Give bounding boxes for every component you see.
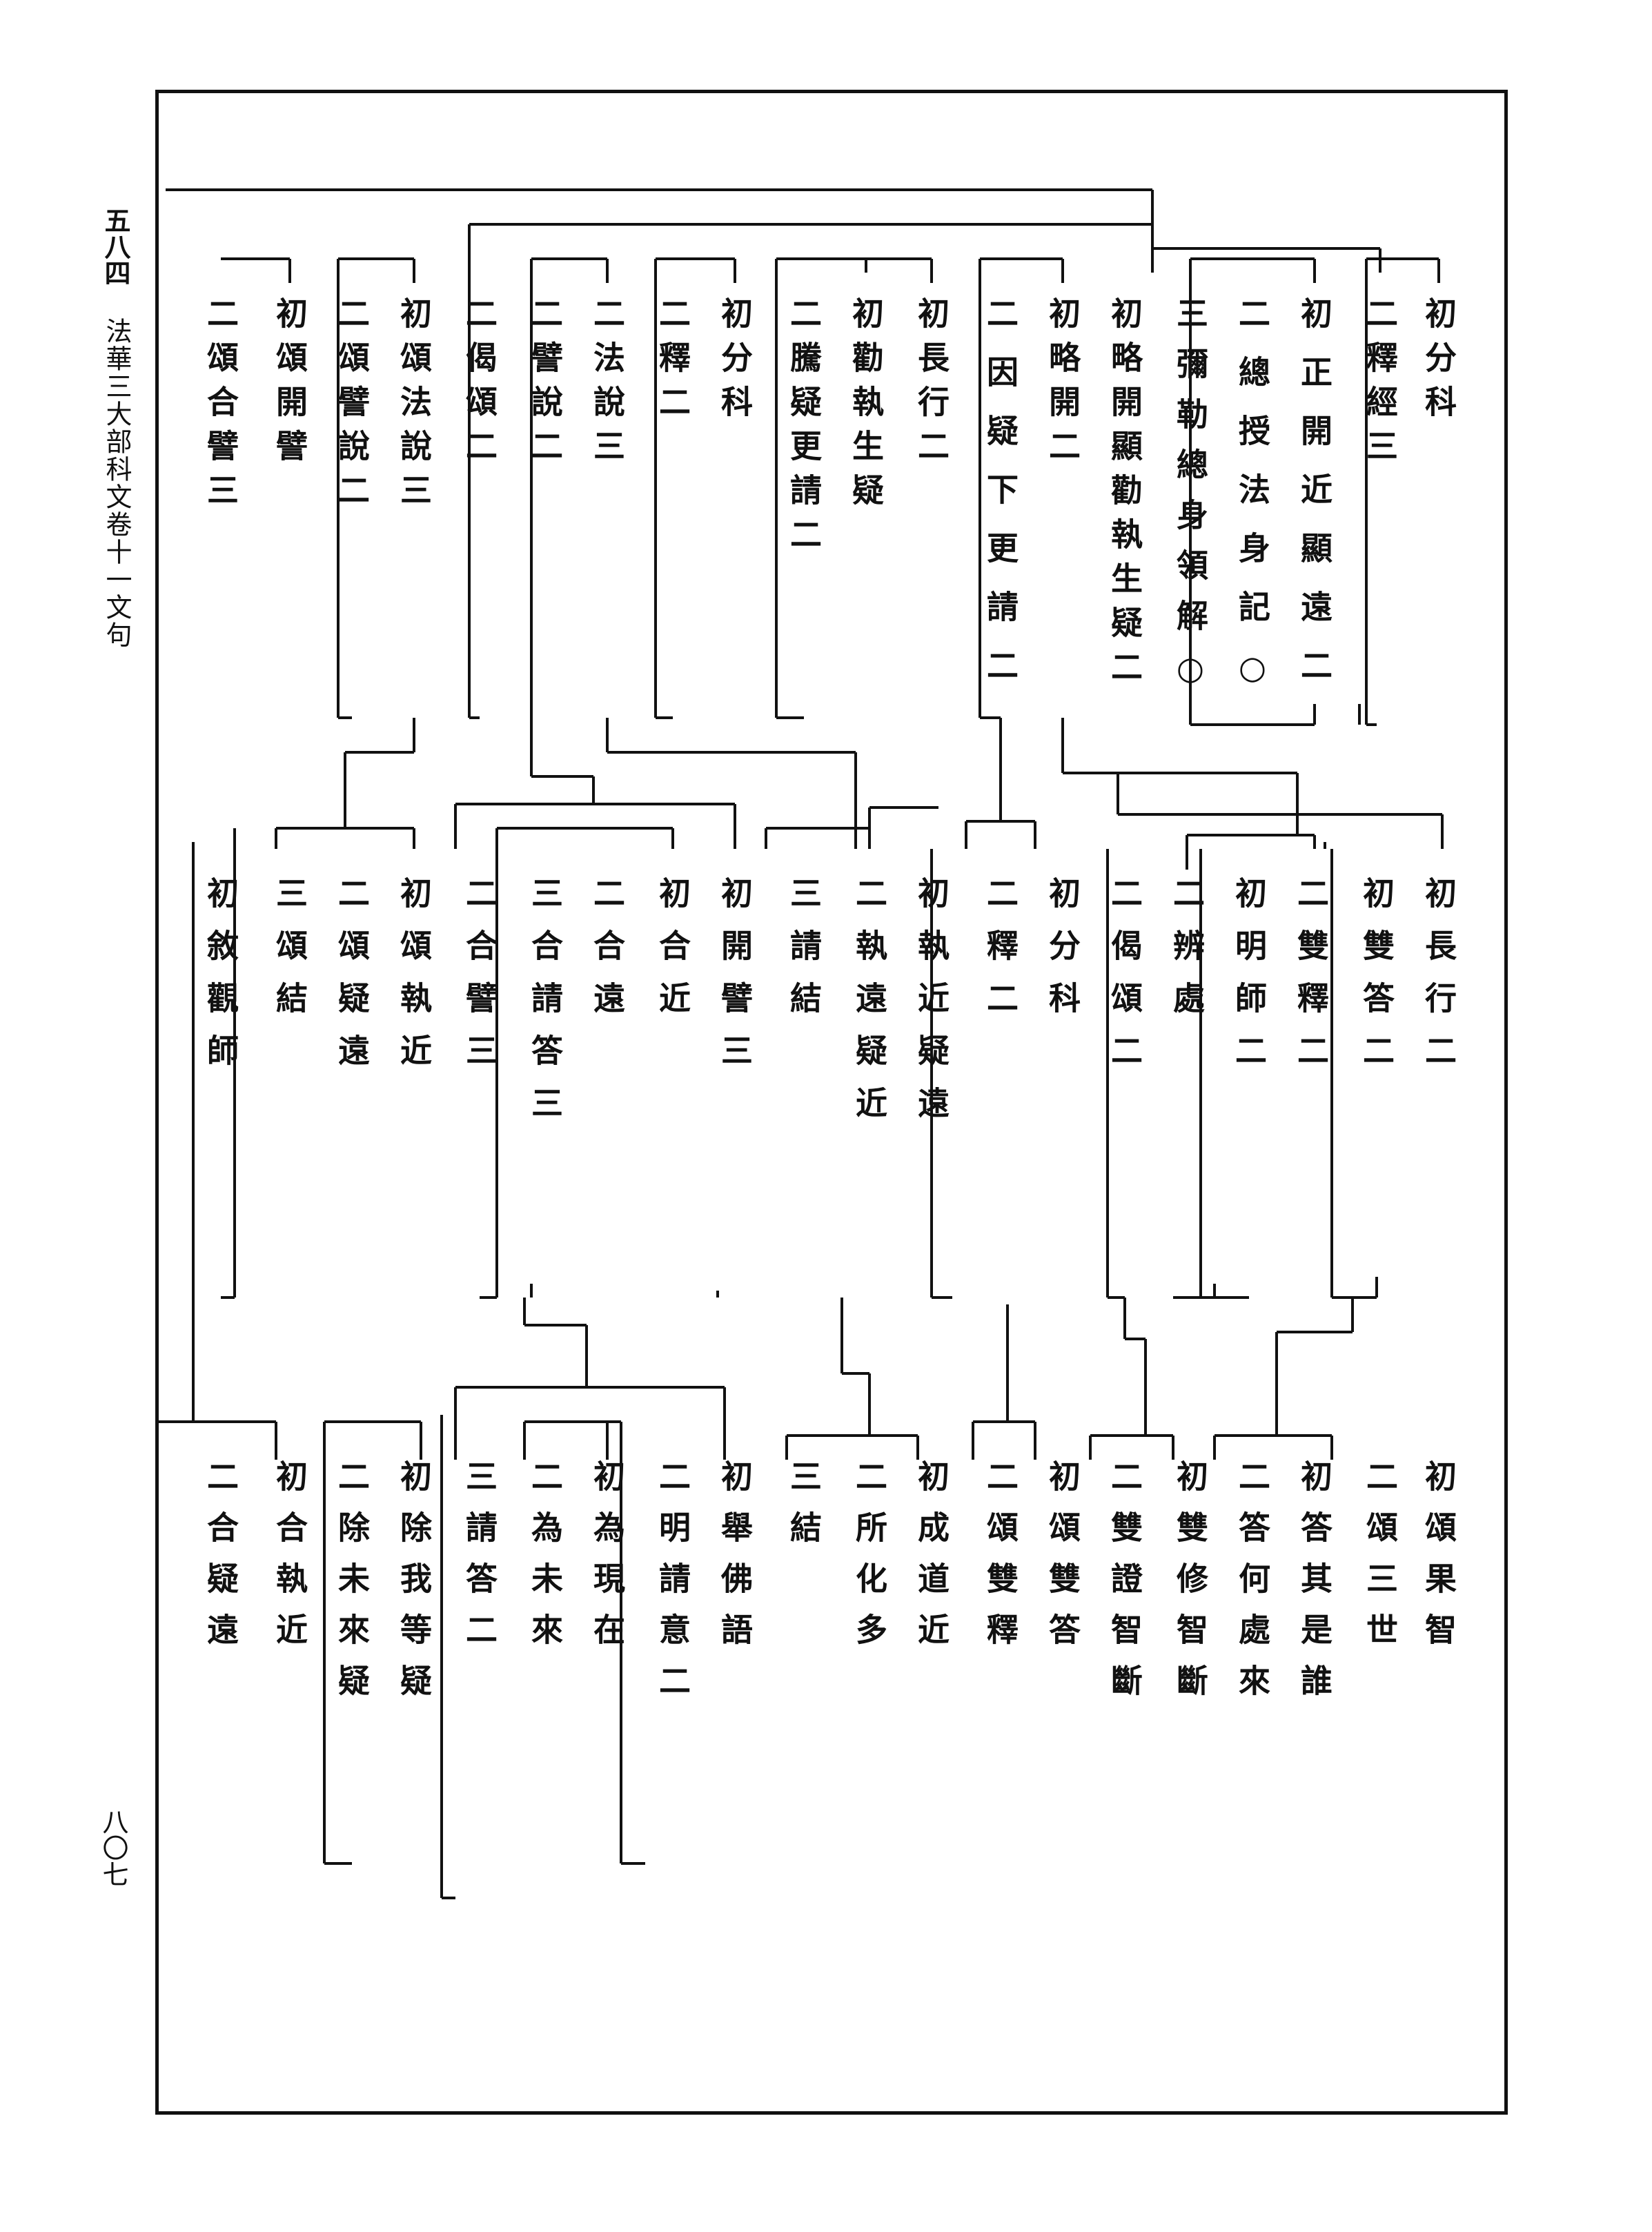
outline-entry: 初執近疑遠 — [913, 877, 950, 1139]
outline-entry: 初分科 — [1420, 297, 1457, 429]
outline-entry: 二偈頌二 — [461, 297, 498, 473]
outline-entry: 初略開二 — [1044, 297, 1081, 473]
margin-page-number: 五八四 — [100, 207, 131, 286]
outline-entry: 二頌合譬三 — [202, 297, 239, 518]
outline-entry: 二釋二 — [982, 877, 1019, 1034]
outline-entry: 初勸執生疑 — [847, 297, 885, 518]
outline-entry: 二執遠疑近 — [851, 877, 888, 1139]
outline-entry: 三結 — [785, 1460, 823, 1562]
outline-entry: 初答其是誰 — [1296, 1460, 1333, 1715]
outline-entry: 二雙證智斷 — [1106, 1460, 1143, 1715]
outline-entry: 初為現在 — [589, 1460, 626, 1664]
outline-entry: 初敘觀師 — [202, 877, 239, 1086]
outline-entry: 二合疑遠 — [202, 1460, 239, 1664]
outline-entry: 二因疑下更請二 — [982, 297, 1019, 707]
outline-entry: 初開譬三 — [716, 877, 754, 1086]
outline-entry: 初雙答二 — [1358, 877, 1395, 1086]
outline-entry: 三頌結 — [271, 877, 308, 1034]
outline-entry: 二所化多 — [851, 1460, 888, 1664]
page-frame — [155, 90, 1508, 2115]
outline-entry: 初舉佛語 — [716, 1460, 754, 1664]
outline-entry: 二騰疑更請二 — [785, 297, 823, 562]
outline-entry: 初合近 — [654, 877, 691, 1034]
outline-entry: 初長行二 — [913, 297, 950, 473]
margin-folio: 八〇七 — [98, 1808, 128, 1887]
outline-entry: 三合請答三 — [527, 877, 564, 1139]
outline-entry: 二為未來 — [527, 1460, 564, 1664]
outline-entry: 初頌法說三 — [395, 297, 433, 518]
outline-entry: 二譬說二 — [527, 297, 564, 473]
outline-entry: 二頌三世 — [1361, 1460, 1399, 1664]
outline-entry: 初頌雙答 — [1044, 1460, 1081, 1664]
outline-entry: 初明師二 — [1230, 877, 1268, 1086]
outline-entry: 初分科 — [1044, 877, 1081, 1034]
outline-entry: 初分科 — [716, 297, 754, 429]
outline-entry: 初成道近 — [913, 1460, 950, 1664]
outline-entry: 初頌開譬 — [271, 297, 308, 473]
outline-entry: 二總授法身記○ — [1234, 297, 1271, 713]
outline-entry: 三請答二 — [461, 1460, 498, 1664]
outline-entry: 二合譬三 — [461, 877, 498, 1086]
outline-entry: 初除我等疑 — [395, 1460, 433, 1715]
outline-entry: 二辨處 — [1168, 877, 1206, 1034]
margin-book-title: 法華三大部科文卷十一文句 — [101, 317, 132, 649]
outline-entry: 二除未來疑 — [333, 1460, 371, 1715]
outline-entry: 三請結 — [785, 877, 823, 1034]
outline-entry: 二法說三 — [589, 297, 626, 473]
outline-entry: 二偈頌二 — [1106, 877, 1143, 1086]
outline-entry: 二頌雙釋 — [982, 1460, 1019, 1664]
outline-entry: 二合遠 — [589, 877, 626, 1034]
outline-entry: 初頌執近 — [395, 877, 433, 1086]
outline-entry: 初略開顯勸執生疑二 — [1106, 297, 1143, 694]
outline-entry: 二答何處來 — [1234, 1460, 1271, 1715]
outline-entry: 初頌果智 — [1420, 1460, 1457, 1664]
outline-entry: 初合執近 — [271, 1460, 308, 1664]
outline-entry: 二釋經三 — [1361, 297, 1399, 473]
outline-entry: 二頌譬說二 — [333, 297, 371, 518]
outline-entry: 初長行二 — [1420, 877, 1457, 1086]
outline-entry: 初雙修智斷 — [1172, 1460, 1209, 1715]
outline-entry: 初正開近顯遠二 — [1296, 297, 1333, 707]
outline-entry: 三彌勒總身領解○ — [1172, 297, 1209, 705]
outline-entry: 二雙釋二 — [1292, 877, 1330, 1086]
outline-entry: 二頌疑遠 — [333, 877, 371, 1086]
outline-entry: 二釋二 — [654, 297, 691, 429]
outline-entry: 二明請意二 — [654, 1460, 691, 1715]
